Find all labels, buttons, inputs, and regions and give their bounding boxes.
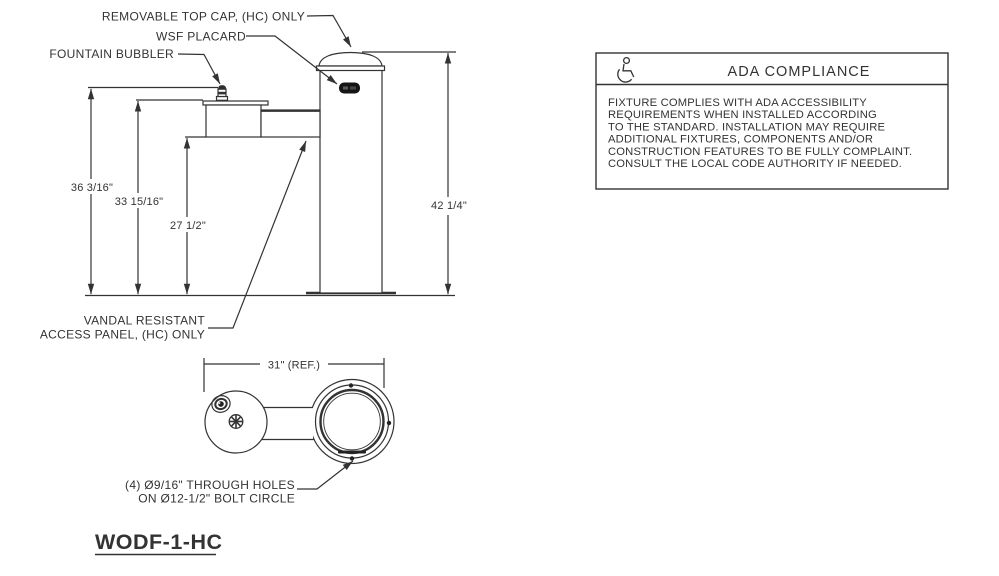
support-arm-access-panel	[260, 109, 321, 138]
bowl-body	[205, 104, 262, 138]
ada-body-line: CONSULT THE LOCAL CODE AUTHORITY IF NEED…	[608, 158, 902, 170]
placard-engraving	[343, 86, 348, 90]
bubbler-dome	[217, 85, 227, 90]
bolt-hole	[348, 383, 354, 388]
callout-holes-line2: ON Ø12-1/2" BOLT CIRCLE	[138, 492, 295, 506]
anchor-slot	[338, 450, 366, 454]
drain-plan	[228, 414, 244, 429]
callout-holes-line1: (4) Ø9/16" THROUGH HOLES	[125, 478, 295, 492]
bubbler-mid-ring	[214, 397, 228, 411]
dim-27-1-2: 27 1/2"	[170, 220, 206, 232]
dim-text-bg	[66, 180, 119, 194]
dim-42-1-4: 42 1/4"	[431, 200, 467, 212]
bolt-hole	[386, 420, 392, 426]
ada-body-line: ADDITIONAL FIXTURES, COMPONENTS AND/OR	[608, 134, 873, 146]
dim-text-bg	[166, 218, 210, 232]
ada-body-line: CONSTRUCTION FEATURES TO BE FULLY COMPLA…	[608, 146, 912, 158]
ada-body-line: FIXTURE COMPLIES WITH ADA ACCESSIBILITY	[608, 97, 867, 109]
top-cap-dome	[318, 51, 383, 67]
callout-removable-top-cap: REMOVABLE TOP CAP, (HC) ONLY	[102, 10, 305, 24]
fountain-bubbler	[215, 85, 229, 101]
leader-through-holes	[297, 460, 354, 490]
arm-plan-mask	[262, 408, 313, 440]
wheelchair-head	[622, 56, 631, 65]
leader-bubbler	[177, 53, 221, 85]
bubbler-band	[218, 91, 226, 95]
wheelchair-wheel	[617, 68, 633, 83]
placard-plate	[339, 82, 360, 94]
bolt-hole	[349, 456, 355, 461]
base-flange	[309, 378, 395, 465]
dim-36-3-16: 36 3/16"	[71, 182, 113, 194]
plan-view: 31" (REF.)	[125, 358, 395, 506]
wheelchair-body	[622, 63, 635, 78]
dim-33-15-16: 33 15/16"	[115, 196, 164, 208]
wsf-placard	[339, 82, 360, 94]
bubbler-plan	[211, 395, 231, 413]
callout-wsf-placard: WSF PLACARD	[156, 30, 246, 44]
ada-title: ADA COMPLIANCE	[728, 64, 871, 80]
leader-vandal-panel	[208, 140, 307, 329]
top-cap-band	[315, 65, 386, 72]
drawing-title: WODF-1-HC	[95, 530, 223, 554]
pedestal-column	[319, 69, 383, 294]
callout-vandal-line2: ACCESS PANEL, (HC) ONLY	[40, 328, 205, 342]
dim-31-ref: 31" (REF.)	[268, 360, 320, 372]
callout-vandal-line1: VANDAL RESISTANT	[84, 314, 206, 328]
wheelchair-accessibility-icon	[617, 56, 635, 83]
side-view: REMOVABLE TOP CAP, (HC) ONLY WSF PLACARD…	[40, 10, 472, 342]
bubbler-highlight	[218, 402, 221, 405]
leader-top-cap	[306, 14, 352, 48]
leader-wsf-placard	[246, 35, 338, 85]
ada-body-line: TO THE STANDARD. INSTALLATION MAY REQUIR…	[608, 121, 885, 133]
ada-compliance-box: ADA COMPLIANCE FIXTURE COMPLIES WITH ADA…	[595, 52, 949, 190]
title-block: WODF-1-HC	[95, 530, 223, 556]
dim-text-bg	[112, 194, 166, 208]
dim-text-bg	[426, 198, 472, 212]
ada-body-line: REQUIREMENTS WHEN INSTALLED ACCORDING	[608, 109, 877, 121]
pedestal-tube-inner-circle	[323, 392, 381, 451]
callout-fountain-bubbler: FOUNTAIN BUBBLER	[49, 47, 174, 61]
ada-box-border	[595, 52, 949, 190]
bubbler-outer-ring	[211, 395, 231, 413]
drain-ring	[228, 414, 244, 429]
placard-engraving	[350, 86, 356, 90]
